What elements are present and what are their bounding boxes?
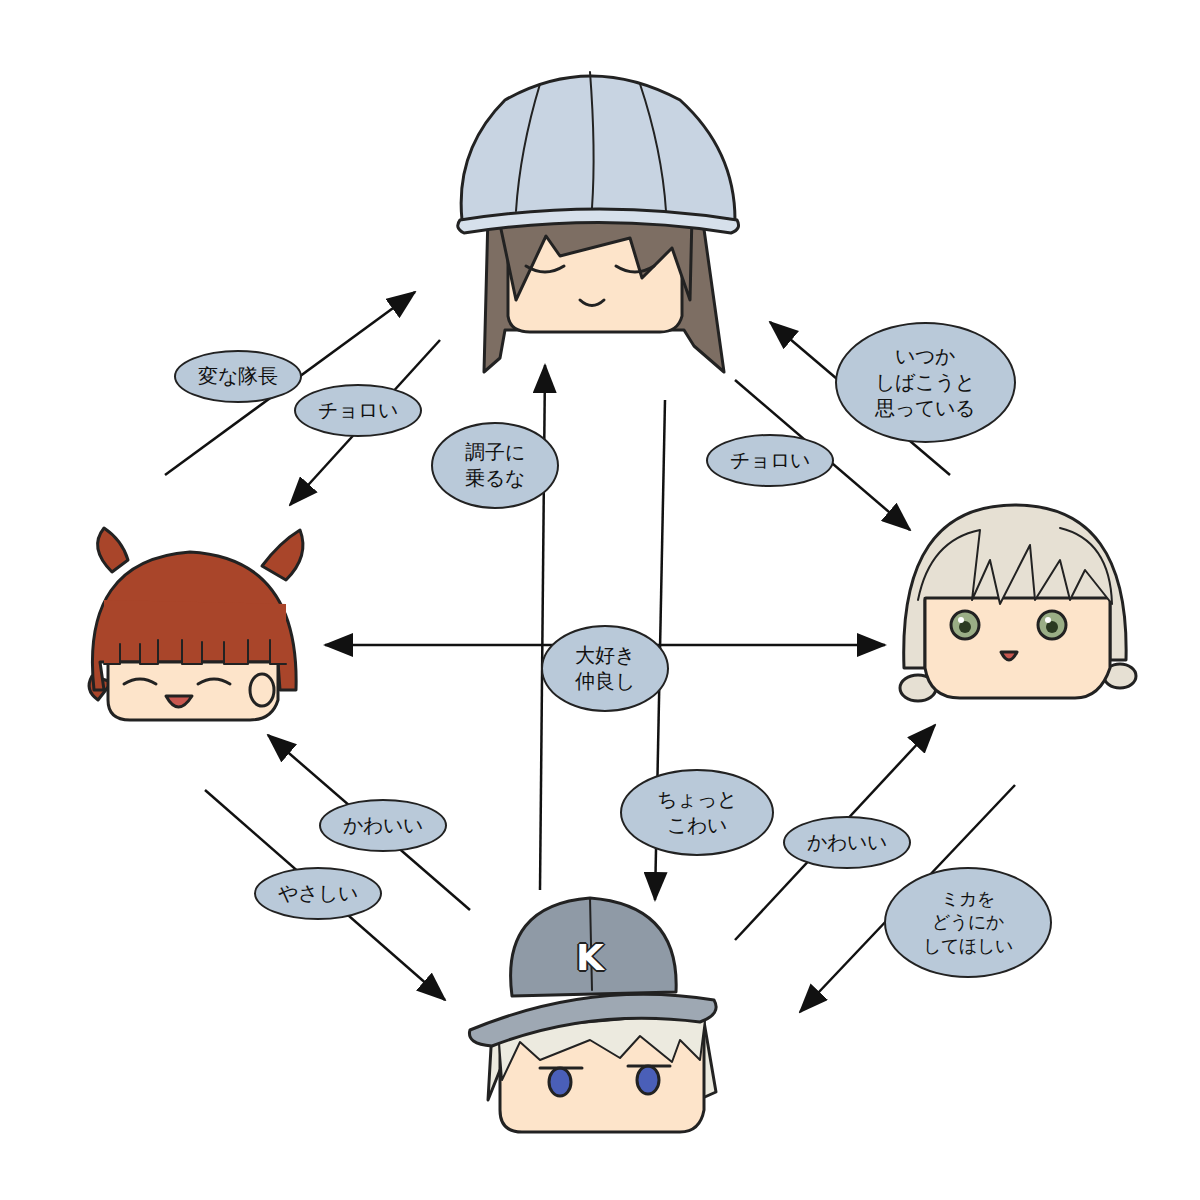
speech-bubble: チョロい <box>706 434 834 487</box>
speech-bubble: かわいい <box>783 816 911 869</box>
character-node: K <box>465 895 720 1135</box>
edge-label: 調子に 乗るな <box>455 439 535 491</box>
speech-bubble: 変な隊長 <box>174 350 302 403</box>
speech-bubble: かわいい <box>319 799 447 852</box>
speech-bubble: ミカを どうにか してほしい <box>884 867 1052 978</box>
head-right <box>900 505 1136 701</box>
speech-bubble: いつか しばこうと 思っている <box>835 322 1016 443</box>
speech-bubble: やさしい <box>254 867 382 920</box>
character-node <box>80 515 305 725</box>
edge-label: いつか しばこうと 思っている <box>865 343 985 421</box>
edge-label: 大好き 仲良し <box>565 642 645 694</box>
edge-label: チョロい <box>730 447 810 473</box>
head-top <box>458 72 739 372</box>
cap-letter: K <box>576 940 604 976</box>
character-node <box>455 70 745 390</box>
relation-arrow <box>165 292 415 475</box>
speech-bubble: 調子に 乗るな <box>431 422 559 509</box>
edge-label: かわいい <box>343 812 423 838</box>
speech-bubble: ちょっと こわい <box>620 769 774 856</box>
relation-arrow <box>290 340 440 505</box>
edge-label: チョロい <box>318 397 398 423</box>
head-bottom <box>469 898 716 1132</box>
edge-label: かわいい <box>807 829 887 855</box>
speech-bubble: 大好き 仲良し <box>541 625 669 712</box>
speech-bubble: チョロい <box>294 384 422 437</box>
edge-label: やさしい <box>278 880 358 906</box>
edge-label: ちょっと こわい <box>647 786 747 838</box>
edge-label: ミカを どうにか してほしい <box>913 887 1023 957</box>
head-left <box>89 528 303 720</box>
character-node <box>900 500 1135 705</box>
edge-label: 変な隊長 <box>198 363 278 389</box>
